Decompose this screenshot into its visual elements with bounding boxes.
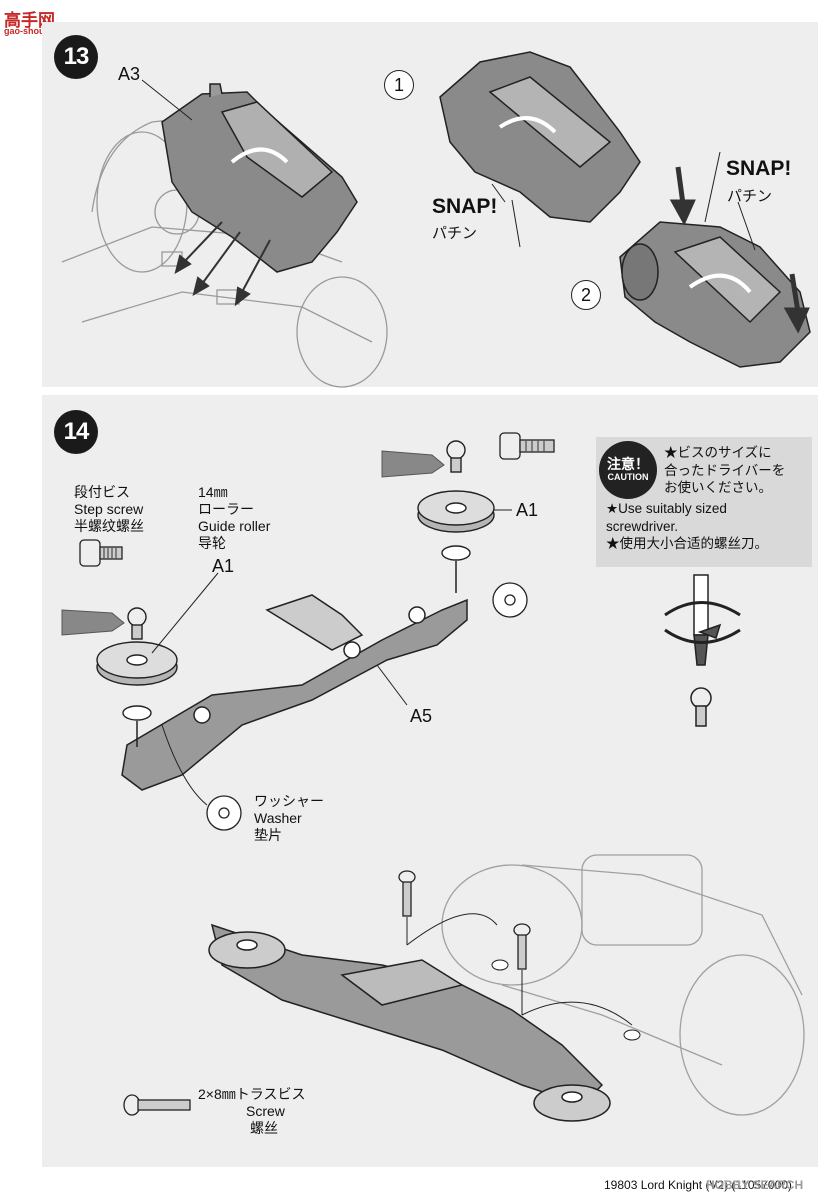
screwdriver-icon (664, 574, 741, 727)
caution-text-en-cn: ★Use suitably sized screwdriver. ★使用大小合适… (606, 501, 768, 551)
washer-right (441, 545, 471, 561)
step-screw-label: 段付ビス Step screw 半螺纹螺丝 (74, 484, 144, 534)
screwdriver-tip-icon-left (61, 609, 125, 636)
truss-screw-icon (123, 870, 531, 1116)
step-13-detail-illustration (439, 51, 811, 368)
snap-label-1: SNAP! (432, 195, 498, 218)
snap-jp-label-1: パチン (432, 225, 478, 242)
step-13-chassis-illustration (61, 79, 388, 388)
guide-roller-label: 14㎜ ローラー Guide roller 导轮 (198, 484, 271, 551)
truss-screw-label: 2×8㎜トラスビス Screw 螺丝 (198, 1086, 306, 1136)
part-label-a5: A5 (410, 706, 433, 726)
part-label-a3: A3 (118, 64, 141, 84)
footer-product-code: 19803 Lord Knight (V2) (11057000) (604, 1178, 792, 1192)
footer-watermark: HOBBY SEARCH (706, 1178, 804, 1192)
caution-text: ★ビスのサイズに 合ったドライバーを お使いください。 (664, 445, 786, 495)
step-13-number: 13 (54, 35, 98, 79)
snap-label-2: SNAP! (726, 157, 792, 180)
washer-left (122, 705, 152, 721)
step-screw-icon (79, 539, 123, 567)
step-14-number: 14 (54, 410, 98, 454)
step-14-roller-bracket-illustration (61, 432, 555, 831)
sub-step-1-badge: 1 (384, 70, 414, 100)
watermark-url: gao-shou.com (4, 26, 66, 36)
step-14-mounting-illustration (123, 854, 805, 1122)
sub-step-2-badge: 2 (571, 280, 601, 310)
part-label-a1-left: A1 (212, 556, 235, 576)
mounted-roller-right (533, 1084, 611, 1122)
part-label-a1-right: A1 (516, 500, 539, 520)
washer-icon-large (206, 582, 528, 831)
washer-label: ワッシャー Washer 垫片 (254, 793, 324, 843)
snap-jp-label-2: パチン (727, 188, 773, 205)
step-screw-icon-right (499, 432, 555, 460)
caution-badge: 注意！ CAUTION (599, 441, 657, 499)
guide-roller-right (417, 440, 495, 533)
screwdriver-tip-icon-right (381, 450, 445, 478)
guide-roller-left (96, 607, 178, 686)
